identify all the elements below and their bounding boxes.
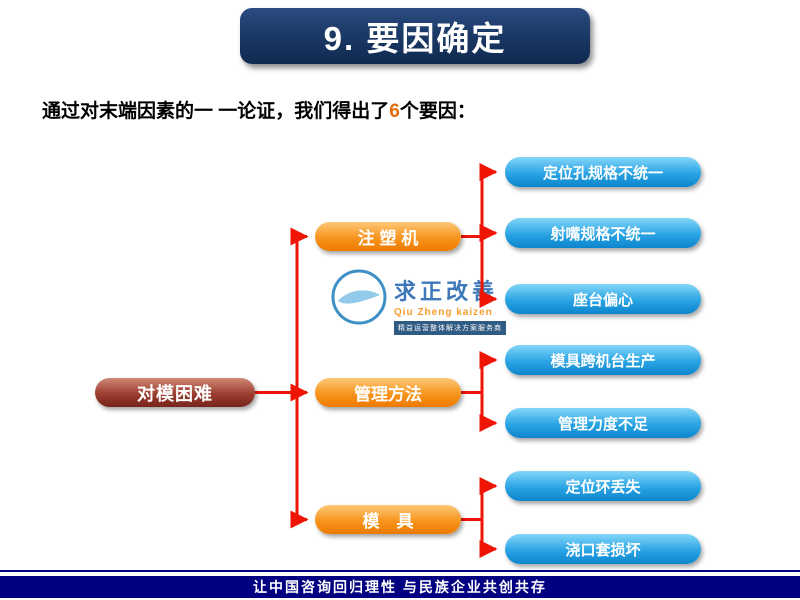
cause-node: 射嘴规格不统一: [505, 218, 701, 248]
subtitle: 通过对末端因素的一 一论证，我们得出了6个要因：: [42, 96, 476, 123]
logo-circle-icon: [330, 268, 388, 326]
cause-node: 浇口套损坏: [505, 534, 701, 564]
category-node-management-method: 管理方法: [315, 378, 461, 407]
footer-bar: 让中国咨询回归理性 与民族企业共创共存: [0, 576, 800, 598]
cause-node: 模具跨机台生产: [505, 345, 701, 375]
category-node-injection-machine: 注 塑 机: [315, 222, 461, 251]
watermark-tagline: 精益运营整体解决方案服务商: [394, 321, 506, 335]
cause-node: 定位环丢失: [505, 471, 701, 501]
subtitle-suffix: 个要因：: [399, 101, 476, 122]
subtitle-prefix: 通过对末端因素的一 一论证，我们得出了: [42, 101, 390, 122]
page-title: 9. 要因确定: [323, 20, 507, 57]
category-node-mold: 模 具: [315, 505, 461, 534]
watermark-name: 求正改善: [394, 279, 499, 304]
cause-node: 座台偏心: [505, 284, 701, 314]
watermark-romanized: Qiu Zheng kaizen: [394, 307, 493, 318]
subtitle-highlight-count: 6: [389, 101, 400, 122]
watermark-text: 求正改善 Qiu Zheng kaizen 精益运营整体解决方案服务商: [394, 268, 506, 335]
root-node: 对模困难: [95, 378, 255, 407]
footer-divider: [0, 570, 800, 572]
watermark-logo: 求正改善 Qiu Zheng kaizen 精益运营整体解决方案服务商: [330, 268, 506, 335]
title-banner: 9. 要因确定: [240, 8, 590, 64]
footer-slogan: 让中国咨询回归理性 与民族企业共创共存: [253, 579, 547, 595]
cause-node: 定位孔规格不统一: [505, 157, 701, 187]
cause-node: 管理力度不足: [505, 408, 701, 438]
